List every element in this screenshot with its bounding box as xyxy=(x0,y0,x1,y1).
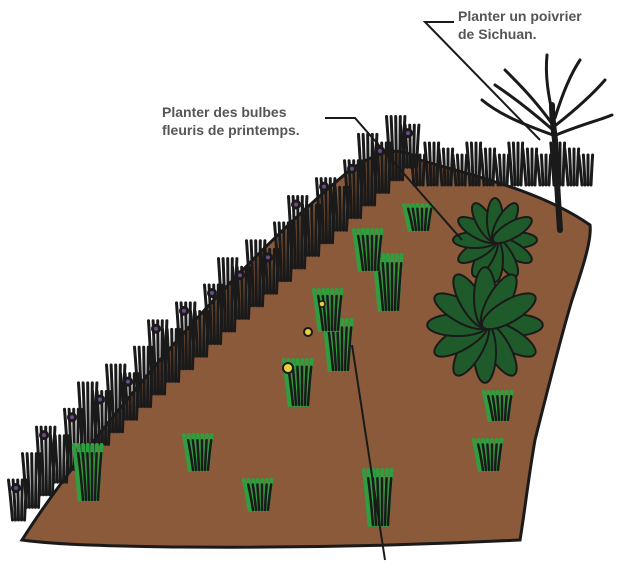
label-spring-bulbs: Planter des bulbes fleuris de printemps. xyxy=(162,103,300,139)
label-pepper-tree: Planter un poivrier de Sichuan. xyxy=(458,7,582,43)
label-pepper-line2: de Sichuan. xyxy=(458,25,582,43)
label-pepper-line1: Planter un poivrier xyxy=(458,7,582,25)
label-bulbs-line1: Planter des bulbes xyxy=(162,103,300,121)
label-bulbs-line2: fleuris de printemps. xyxy=(162,121,300,139)
